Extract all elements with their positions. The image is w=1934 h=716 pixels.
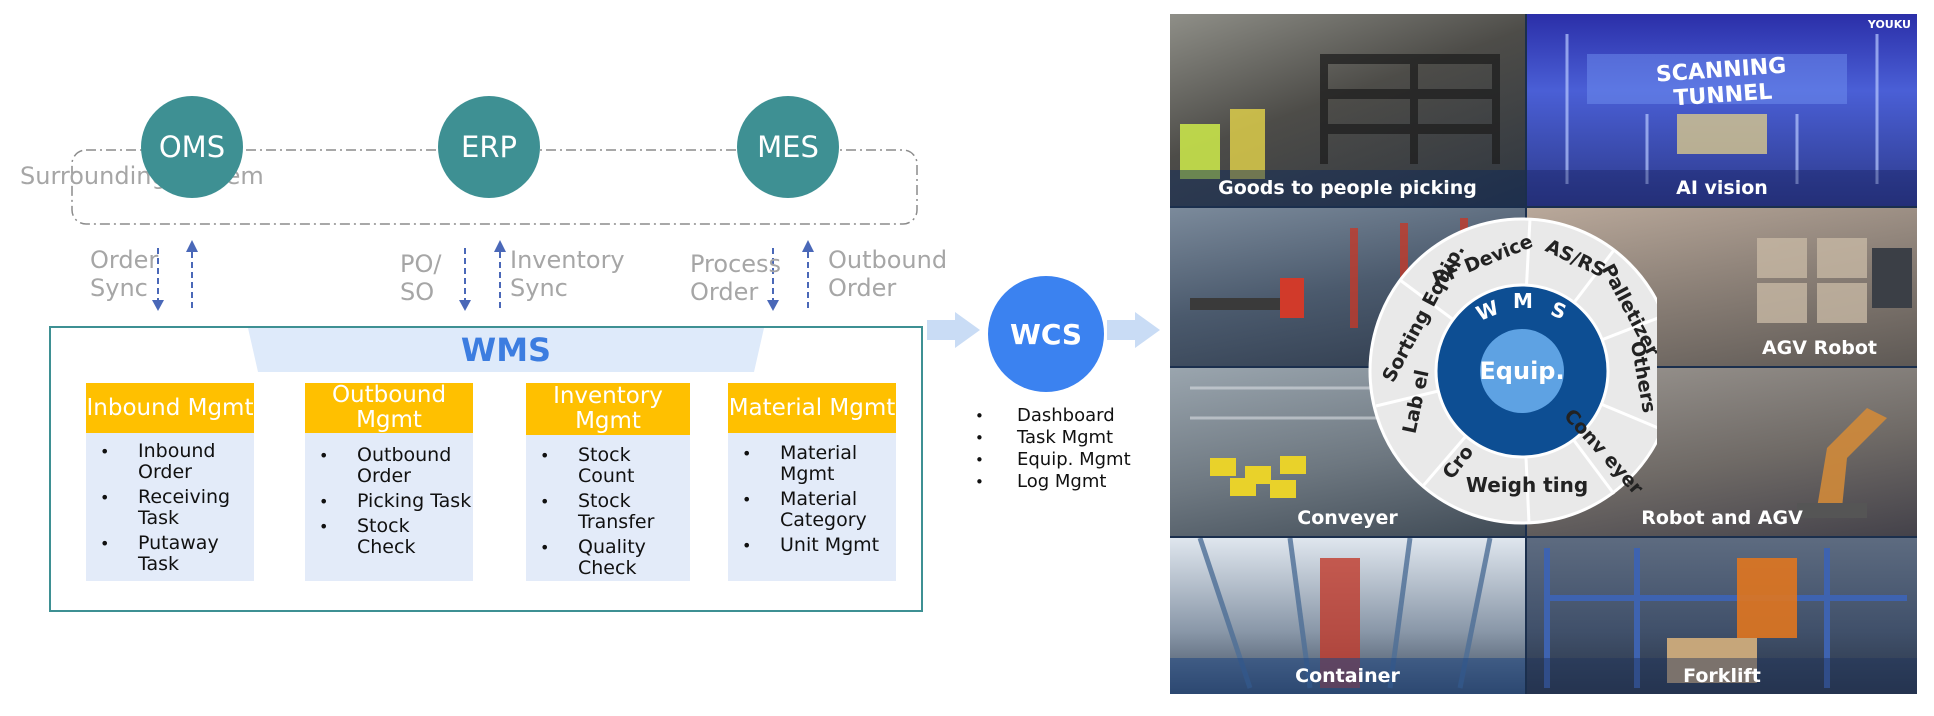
list-item: Putaway Task xyxy=(86,533,254,575)
list-item: Material Category xyxy=(728,489,896,531)
wms-title: WMS xyxy=(460,331,552,369)
inbound-mgmt-panel: Inbound Order Receiving Task Putaway Tas… xyxy=(86,433,254,581)
wheel-segment: Weigh ting xyxy=(1466,473,1588,497)
arrow-right-icon xyxy=(927,312,980,348)
watermark: YOUKU xyxy=(1867,18,1911,31)
inventory-mgmt-panel: Stock Count Stock Transfer Quality Check xyxy=(526,435,690,581)
list-item: Quality Check xyxy=(526,537,690,579)
tile-caption: AI vision xyxy=(1527,170,1917,206)
forklift-illustration xyxy=(1544,548,1907,688)
list-item: Inbound Order xyxy=(86,441,254,483)
photo-goods-to-people: Goods to people picking xyxy=(1170,14,1525,206)
tile-caption: Forklift xyxy=(1527,658,1917,694)
photo-ai-vision: SCANNING TUNNEL YOUKU AI vision xyxy=(1527,14,1917,206)
outbound-mgmt-header: Outbound Mgmt xyxy=(305,383,473,433)
tile-caption: Conveyer xyxy=(1297,507,1398,529)
tile-caption: Robot and AGV xyxy=(1641,507,1803,529)
outbound-order-label: Outbound Order xyxy=(828,246,948,302)
mes-node: MES xyxy=(737,96,839,198)
po-so-label: PO/ SO xyxy=(400,250,442,306)
oms-node: OMS xyxy=(141,96,243,198)
inventory-sync-label: Inventory Sync xyxy=(510,246,625,302)
wcs-node: WCS xyxy=(988,276,1104,392)
list-item: Dashboard xyxy=(975,405,1131,427)
process-order-label: Process Order xyxy=(690,250,782,306)
tunnel-illustration xyxy=(1565,34,1879,184)
list-item: Unit Mgmt xyxy=(728,535,896,557)
list-item: Log Mgmt xyxy=(975,471,1131,493)
list-item: Equip. Mgmt xyxy=(975,449,1131,471)
shelving-illustration xyxy=(1180,54,1500,179)
photo-container: Container xyxy=(1170,538,1525,694)
inventory-mgmt-header: Inventory Mgmt xyxy=(526,383,690,435)
robot-illustration xyxy=(1757,238,1912,323)
list-item: Material Mgmt xyxy=(728,443,896,485)
photo-forklift: Forklift xyxy=(1527,538,1917,694)
equipment-wheel: RF Device AS/RS Palletizer Others Conv e… xyxy=(1368,217,1657,525)
outbound-mgmt-panel: Outbound Order Picking Task Stock Check xyxy=(305,433,473,581)
material-mgmt-panel: Material Mgmt Material Category Unit Mgm… xyxy=(728,433,896,581)
list-item: Stock Count xyxy=(526,445,690,487)
flow-arrows xyxy=(927,312,1160,348)
wms-container xyxy=(49,326,923,612)
wheel-center-label: Equip. xyxy=(1479,357,1564,385)
list-item: Outbound Order xyxy=(305,445,473,487)
order-sync-label: Order Sync xyxy=(90,246,159,302)
wms-banner xyxy=(248,328,764,372)
erp-node: ERP xyxy=(438,96,540,198)
list-item: Stock Check xyxy=(305,516,473,558)
list-item: Picking Task xyxy=(305,491,473,513)
list-item: Stock Transfer xyxy=(526,491,690,533)
material-mgmt-header: Material Mgmt xyxy=(728,383,896,433)
list-item: Task Mgmt xyxy=(975,427,1131,449)
arrow-right-icon xyxy=(1107,312,1160,348)
wms-ring-letter: M xyxy=(1513,289,1533,313)
tile-caption: Goods to people picking xyxy=(1170,170,1525,206)
tile-caption: Container xyxy=(1170,658,1525,694)
inbound-mgmt-header: Inbound Mgmt xyxy=(86,383,254,433)
list-item: Receiving Task xyxy=(86,487,254,529)
wcs-feature-list: Dashboard Task Mgmt Equip. Mgmt Log Mgmt xyxy=(975,405,1131,493)
robot-arm-illustration xyxy=(1797,408,1887,518)
tile-caption: AGV Robot xyxy=(1761,337,1877,359)
